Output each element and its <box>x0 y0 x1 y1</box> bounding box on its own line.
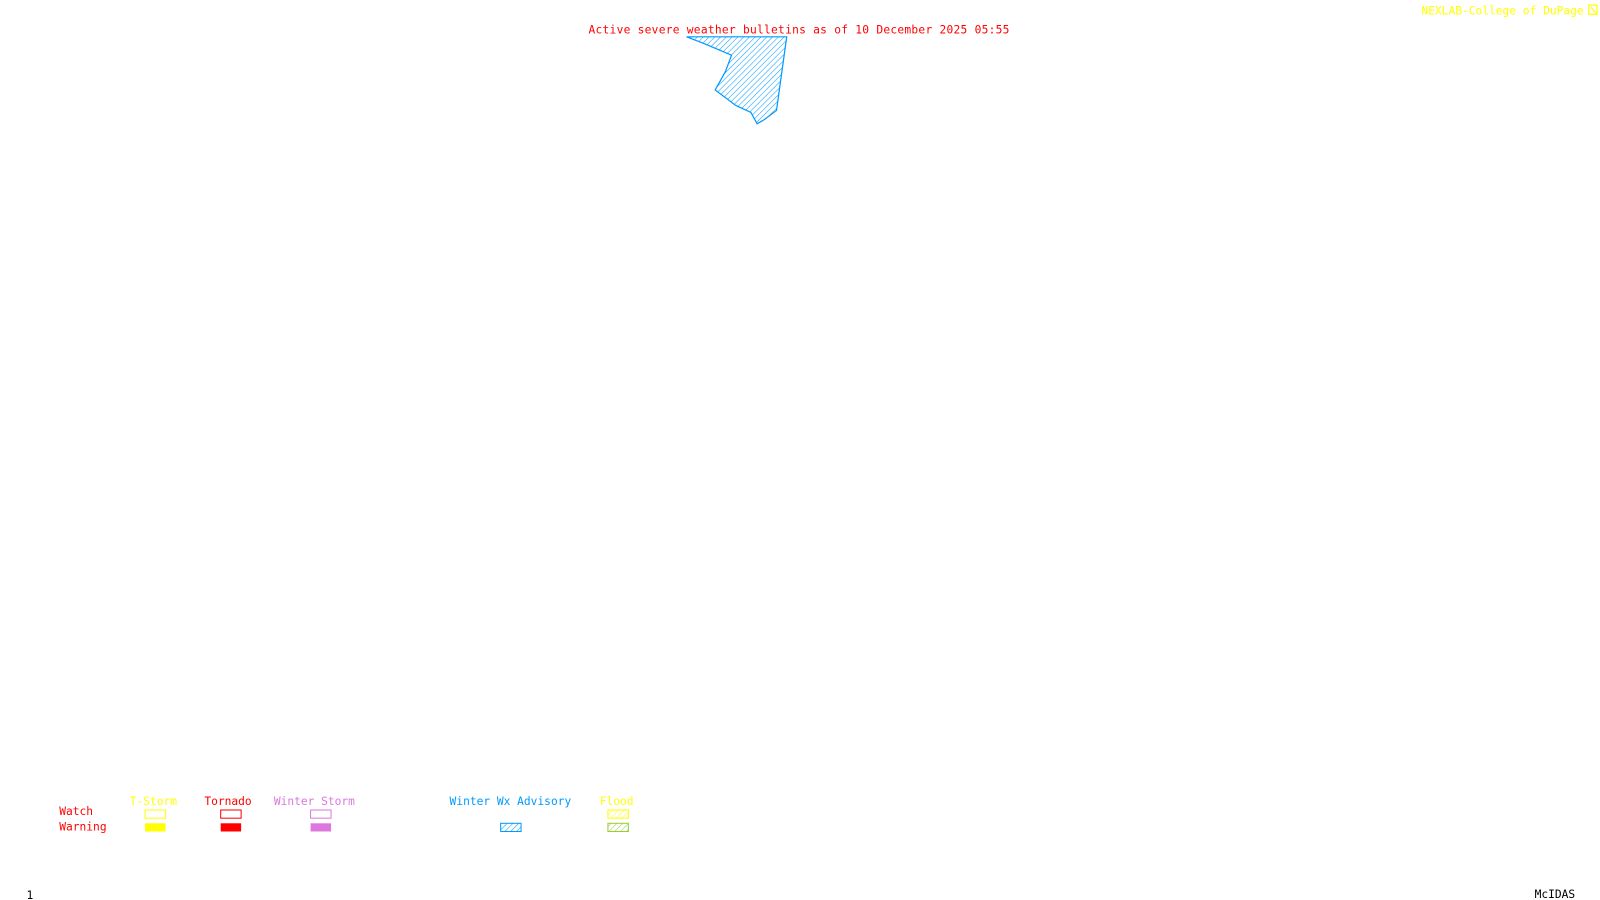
legend-tstorm-label: T-Storm <box>130 795 178 808</box>
legend-flood-watch-swatch <box>607 809 629 819</box>
legend-tstorm-watch-swatch <box>144 809 167 819</box>
winter-wx-advisory-area <box>686 36 788 125</box>
legend-flood-warning-swatch <box>607 822 629 832</box>
legend-watch-label: Watch <box>59 805 93 818</box>
legend-winter-wx-advisory-swatch <box>500 822 522 832</box>
map-title: Active severe weather bulletins as of 10… <box>589 24 1010 37</box>
legend-tornado-watch-swatch <box>220 809 242 819</box>
legend-warning-label: Warning <box>59 820 106 833</box>
credit-label: NEXLAB-College of DuPage <box>1421 4 1583 17</box>
software-label: McIDAS <box>1535 888 1576 900</box>
legend-winter-storm-warning-swatch <box>310 823 332 832</box>
frame-number: 1 <box>27 889 34 900</box>
legend-tstorm-warning-swatch <box>145 823 166 832</box>
legend-winter-wx-advisory-label: Winter Wx Advisory <box>450 795 572 808</box>
legend-tornado-warning-swatch <box>220 823 242 832</box>
legend-tornado-label: Tornado <box>204 795 252 808</box>
legend: Watch Warning T-Storm Tornado Winter Sto… <box>59 795 633 834</box>
legend-winter-storm-label: Winter Storm <box>274 795 355 808</box>
legend-winter-storm-watch-swatch <box>310 809 332 819</box>
legend-flood-label: Flood <box>600 795 634 808</box>
arrow-corner-icon <box>1588 4 1598 15</box>
